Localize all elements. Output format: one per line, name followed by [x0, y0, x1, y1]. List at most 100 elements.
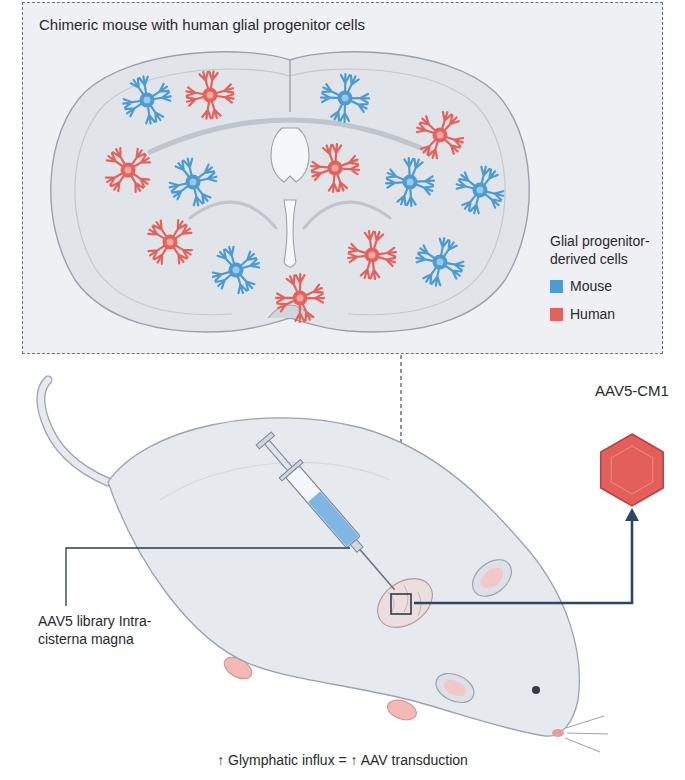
legend-swatch — [550, 308, 563, 321]
cell-processes — [170, 159, 217, 206]
cell-nucleus — [297, 295, 304, 302]
cell-nucleus — [332, 165, 339, 172]
glial-cell — [276, 274, 324, 322]
panel-ground — [22, 2, 663, 354]
result-arrow — [414, 519, 632, 603]
glial-cell — [416, 238, 463, 285]
callout-label: AAV5 library Intra-cisterna magna — [38, 612, 178, 648]
legend-swatch — [550, 280, 563, 293]
glial-cell — [417, 112, 463, 158]
needle — [360, 550, 395, 590]
cell-nucleus — [369, 252, 376, 259]
zoom-square — [391, 594, 411, 614]
liquid — [308, 491, 359, 546]
cell-processes — [186, 71, 233, 118]
panel-title: Chimeric mouse with human glial progenit… — [39, 16, 646, 35]
legend-text: Mouse — [570, 278, 612, 294]
arrowhead — [625, 508, 639, 521]
cell-processes — [416, 238, 463, 285]
cell-body — [229, 263, 244, 278]
cell-body — [293, 291, 308, 306]
cell-processes — [148, 220, 192, 264]
aav-capsid — [601, 434, 663, 506]
cell-processes — [348, 231, 396, 279]
cell-nucleus — [342, 95, 349, 102]
cell-nucleus — [144, 97, 151, 104]
cell-body — [433, 128, 448, 143]
cell-nucleus — [407, 179, 414, 186]
cell-processes — [106, 148, 150, 192]
eye — [532, 686, 540, 694]
hippocampus — [190, 202, 390, 228]
cell-nucleus — [167, 239, 174, 246]
body-shading — [160, 463, 390, 500]
hexagon-shape — [596, 432, 668, 508]
figure-panel: Chimeric mouse with human glial progenit… — [22, 2, 663, 354]
cell-body — [328, 161, 343, 176]
glial-cells — [106, 71, 503, 322]
cell-nucleus — [437, 259, 444, 266]
cell-body — [473, 183, 488, 198]
cell-processes — [311, 144, 359, 192]
cell-body — [403, 175, 418, 190]
barrel — [286, 466, 360, 548]
syringe — [253, 429, 405, 599]
glial-cell — [148, 220, 192, 264]
cell-nucleus — [437, 132, 444, 139]
glial-cell — [348, 231, 396, 279]
legend-entry: Mouse — [550, 278, 612, 294]
cell-nucleus — [125, 167, 132, 174]
legend-heading: Glial progenitor-derived cells — [550, 232, 668, 268]
caption: ↑ Glymphatic influx = ↑ AAV transduction — [0, 752, 685, 768]
nose — [552, 729, 564, 737]
third-ventricle — [284, 200, 296, 267]
cell-nucleus — [207, 92, 214, 99]
ventricle — [271, 128, 309, 182]
cell-nucleus — [477, 187, 484, 194]
cell-processes — [386, 158, 434, 206]
cell-body — [433, 255, 448, 270]
cell-body — [121, 163, 136, 178]
capsid-hexagon: AAV5-CM1 — [584, 382, 680, 508]
brain-section — [51, 52, 529, 332]
glial-cell — [311, 144, 359, 192]
glial-cell — [321, 74, 369, 122]
cell-nucleus — [190, 179, 197, 186]
mouse-figure — [41, 380, 608, 752]
callout-leader — [66, 548, 350, 606]
glial-cell — [170, 159, 217, 206]
ear — [431, 668, 478, 708]
ear-inner — [477, 564, 507, 593]
node-label: AAV5-CM1 — [584, 382, 680, 401]
legend-text: Human — [570, 306, 615, 322]
glial-cell — [386, 158, 434, 206]
glial-cell — [457, 167, 504, 214]
cell-body — [338, 91, 353, 106]
brain-outline — [51, 52, 529, 332]
cell-body — [365, 248, 380, 263]
glial-cell — [213, 247, 259, 293]
glial-cell — [123, 76, 170, 123]
cell-processes — [276, 274, 324, 322]
cell-processes — [123, 76, 170, 123]
tail-outline — [41, 380, 108, 482]
cell-processes — [457, 167, 504, 214]
whiskers — [565, 716, 608, 752]
ear — [466, 552, 519, 603]
ear-inner — [441, 677, 469, 700]
legend-entry: Human — [550, 306, 615, 322]
glial-cell — [186, 71, 233, 118]
cell-body — [163, 235, 178, 250]
capsid-facet — [611, 446, 653, 494]
cell-processes — [417, 112, 463, 158]
glial-cell — [106, 148, 150, 192]
cell-body — [203, 88, 218, 103]
tail — [41, 380, 108, 482]
cell-body — [140, 93, 155, 108]
cell-processes — [321, 74, 369, 122]
cell-nucleus — [233, 267, 240, 274]
mouse-body — [108, 418, 579, 736]
cell-processes — [213, 247, 259, 293]
midline-fissure — [289, 60, 290, 112]
